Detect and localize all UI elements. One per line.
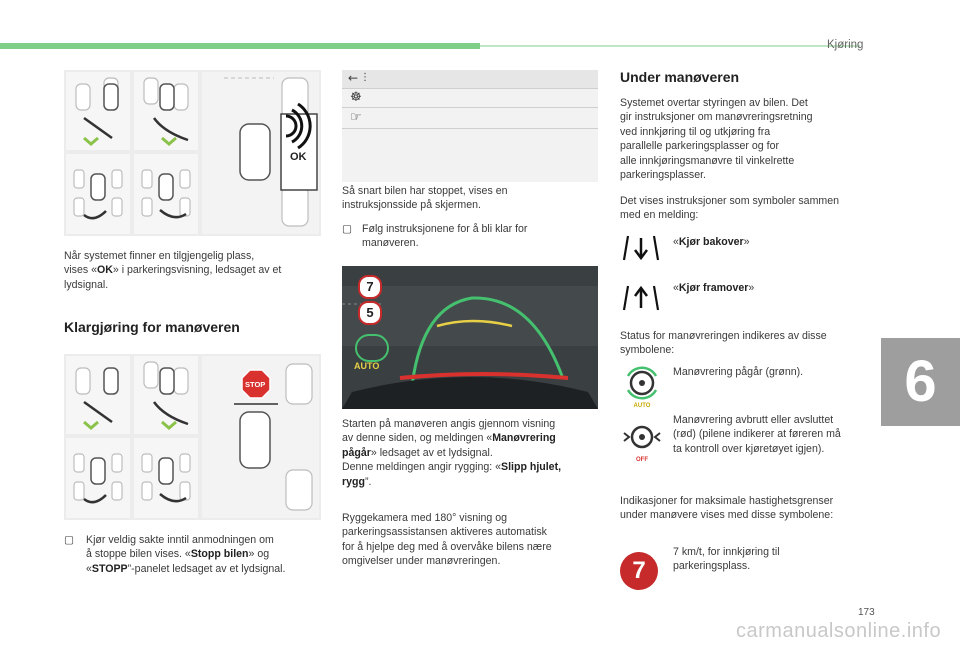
auto-steering-icon xyxy=(355,334,389,362)
middle-paragraph-2: Starten på manøveren angis gjennom visni… xyxy=(342,418,562,488)
bullet-checkbox-icon: ▢ xyxy=(342,223,353,235)
left-paragraph-1: Når systemet finner en tilgjengelig plas… xyxy=(64,250,282,291)
back-arrow-icon[interactable]: ← xyxy=(348,71,359,85)
off-status-label: OFF xyxy=(636,457,648,463)
header-accent-line xyxy=(480,45,860,47)
header-accent-bar xyxy=(0,43,480,49)
auto-status-label: AUTO xyxy=(633,403,651,409)
page-number: 173 xyxy=(858,607,875,618)
auto-label: AUTO xyxy=(354,361,380,371)
right-paragraph-4: Indikasjoner for maksimale hastighetsgre… xyxy=(620,495,834,522)
chapter-tab xyxy=(881,338,960,426)
parking-diagram-stop: STOP xyxy=(64,354,321,520)
status-interrupted-text: Manøvrering avbrutt eller avsluttet(rød)… xyxy=(673,414,841,455)
forward-arrow-icon xyxy=(622,285,660,311)
right-paragraph-3: Status for manøvreringen indikeres av di… xyxy=(620,330,827,357)
bullet-checkbox-icon: ▢ xyxy=(64,534,75,546)
instruction-screen: ← ⋮ ☸ ☞ xyxy=(342,70,598,182)
hand-icon: ☞ xyxy=(350,110,362,125)
middle-bullet-1: ▢ Følg instruksjonene for å bli klar for… xyxy=(342,223,528,250)
right-paragraph-1: Systemet overtar styringen av bilen. Det… xyxy=(620,97,813,182)
maneuver-interrupted-icon: OFF xyxy=(622,421,662,463)
reverse-arrow-icon xyxy=(622,235,660,261)
status-in-progress-text: Manøvrering pågår (grønn). xyxy=(673,366,804,378)
watermark: carmanualsonline.info xyxy=(736,620,942,642)
steering-wheel-icon: ☸ xyxy=(350,90,362,105)
ok-label: OK xyxy=(290,151,307,163)
forward-instruction-label: «Kjør framover» xyxy=(673,282,755,294)
stop-sign-label: STOP xyxy=(245,380,265,389)
reverse-instruction-label: «Kjør bakover» xyxy=(673,236,750,248)
left-bullet-1: ▢ Kjør veldig sakte inntil anmodningen o… xyxy=(64,534,286,575)
more-options-icon[interactable]: ⋮ xyxy=(360,72,370,83)
right-paragraph-2: Det vises instruksjoner som symboler sam… xyxy=(620,195,840,222)
section-heading-during: Under manøveren xyxy=(620,69,740,85)
speed-limit-badge: 7 xyxy=(358,275,382,299)
maneuver-in-progress-icon: AUTO xyxy=(624,366,660,410)
speed-limit-7-icon: 7 xyxy=(620,552,658,590)
parking-diagram-ok: OK xyxy=(64,70,321,236)
chapter-number: 6 xyxy=(904,349,937,414)
section-heading-preparation: Klargjøring for manøveren xyxy=(64,319,240,335)
section-title: Kjøring xyxy=(827,39,864,51)
speed-limit-badge-secondary: 5 xyxy=(358,301,382,325)
rear-camera-view: 7 5 AUTO xyxy=(342,266,598,409)
parking-illustration-1: OK xyxy=(66,72,319,234)
parking-illustration-2: STOP xyxy=(66,356,319,518)
